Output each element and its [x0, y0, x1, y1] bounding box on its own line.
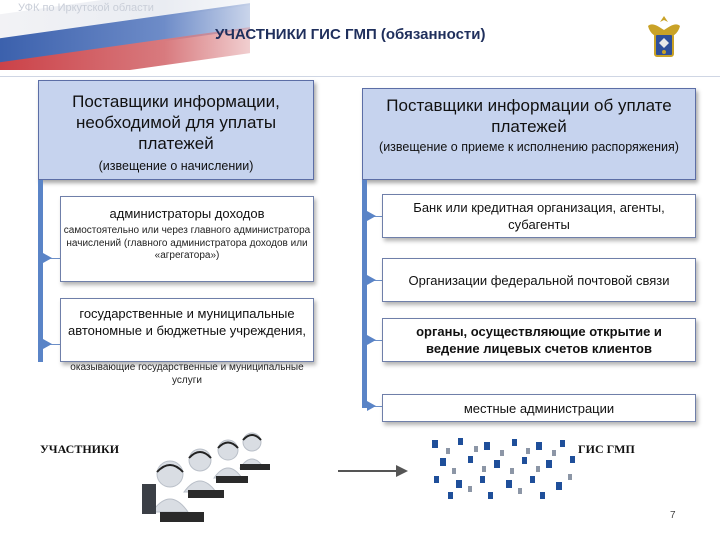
- footer-right-label: ГИС ГМП: [578, 442, 635, 456]
- left-header-sub: (извещение о начислении): [98, 159, 254, 173]
- left-item-2-title: государственные и муниципальные автономн…: [68, 306, 306, 338]
- left-header-main: Поставщики информации, необходимой для у…: [72, 92, 280, 153]
- right-item-banks: Банк или кредитная организация, агенты, …: [382, 194, 696, 238]
- data-blocks-icon: [432, 438, 575, 499]
- header-divider: [0, 76, 720, 77]
- left-item-1-description: самостоятельно или через главного админи…: [63, 225, 311, 261]
- left-arrow-2: [43, 339, 52, 349]
- footer-left-label: УЧАСТНИКИ: [40, 442, 120, 456]
- right-item-4-label: местные администрации: [463, 400, 615, 416]
- page-number: 7: [670, 510, 676, 521]
- call-center-operators-icon: [140, 420, 290, 532]
- left-item-public-institutions: государственные и муниципальные автономн…: [60, 298, 314, 362]
- right-item-local-administrations: местные администрации: [382, 394, 696, 422]
- right-arrow-3: [367, 335, 376, 345]
- left-item-2-description: оказывающие государственные и муниципаль…: [70, 362, 304, 386]
- org-label: УФК по Иркутской области: [18, 2, 154, 14]
- treasury-emblem-icon: [648, 16, 680, 57]
- left-column-header: Поставщики информации, необходимой для у…: [38, 80, 314, 180]
- right-header-sub: (извещение о приеме к исполнению распоря…: [379, 140, 679, 154]
- left-item-1-title: администраторы доходов: [109, 206, 265, 221]
- right-item-2-label: Организации федеральной почтовой связи: [408, 272, 670, 288]
- right-arrow-icon: [338, 465, 408, 477]
- right-arrow-4: [367, 401, 376, 411]
- page-title: УЧАСТНИКИ ГИС ГМП (обязанности): [215, 26, 486, 43]
- right-arrow-2: [367, 275, 376, 285]
- right-arrow-1: [367, 211, 376, 221]
- right-item-account-bodies: органы, осуществляющие открытие и ведени…: [382, 318, 696, 362]
- right-column-header: Поставщики информации об уплате платежей…: [362, 88, 696, 180]
- left-arrow-1: [43, 253, 52, 263]
- right-item-postal: Организации федеральной почтовой связи: [382, 258, 696, 302]
- right-item-1-label: Банк или кредитная организация, агенты, …: [413, 200, 665, 232]
- right-header-main: Поставщики информации об уплате платежей: [386, 96, 672, 136]
- right-item-3-label: органы, осуществляющие открытие и ведени…: [416, 324, 662, 356]
- left-connector-bar: [38, 180, 43, 362]
- left-item-revenue-administrators: администраторы доходов самостоятельно ил…: [60, 196, 314, 282]
- right-connector-bar: [362, 180, 367, 408]
